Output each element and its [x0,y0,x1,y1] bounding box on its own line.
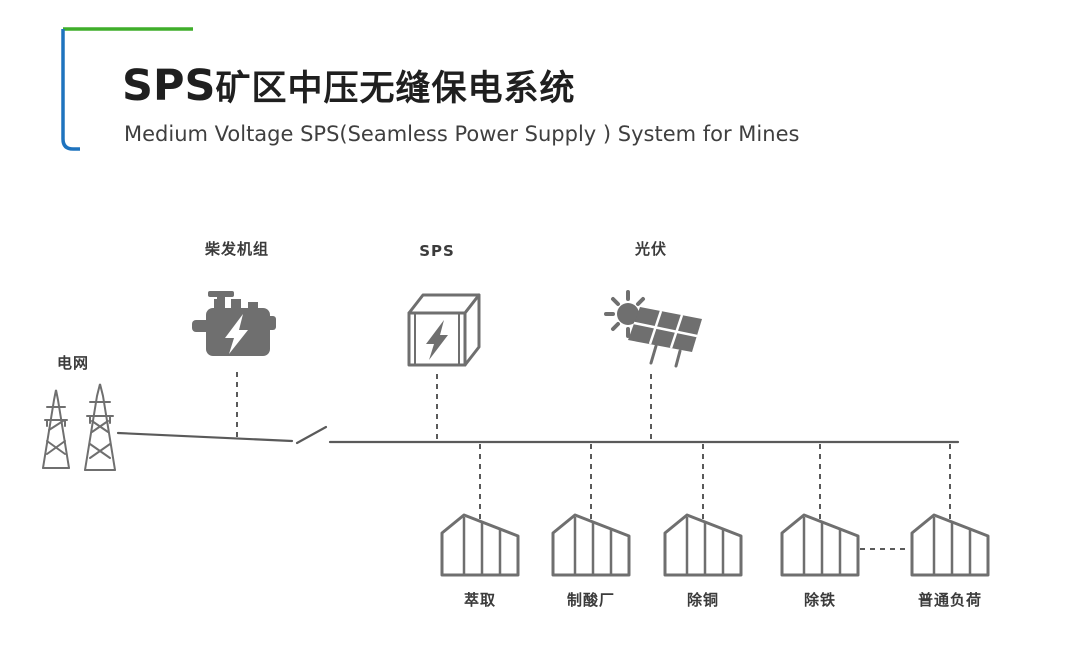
load-house-icons [440,513,990,577]
page-subtitle: Medium Voltage SPS(Seamless Power Supply… [124,122,800,146]
load-label-copper-removal: 除铜 [686,591,720,609]
pv-label: 光伏 [634,240,668,258]
diesel-generator-label: 柴发机组 [204,240,270,258]
load-label-extraction: 萃取 [463,591,497,609]
house-extraction [440,513,520,577]
lightning-bolt-icon [426,320,448,360]
title-corner-bracket [61,27,193,151]
house-common-load [910,513,990,577]
lightning-bolt-icon [225,314,248,354]
house-copper-removal [663,513,743,577]
house-acid-plant [551,513,631,577]
house-iron-removal [780,513,860,577]
sps-label: SPS [419,242,455,260]
title-chinese: 矿区中压无缝保电系统 [215,69,576,109]
sps-cube-icon [407,293,481,367]
load-label-acid-plant: 制酸厂 [566,591,616,609]
solar-pv-icon [604,290,702,368]
load-label-iron-removal: 除铁 [803,591,837,609]
switch-blade [295,425,328,445]
sun-icon [617,303,639,325]
title-latin: SPS [122,61,216,111]
diesel-generator-icon [192,291,276,356]
bus-lines [116,425,960,445]
dashed-connections [236,372,951,550]
grid-label: 电网 [56,354,90,372]
bracket-blue-line [61,29,80,151]
load-label-common-load: 普通负荷 [917,591,983,609]
grid-towers-icon [42,383,116,471]
grid-feeder-line [116,431,294,443]
